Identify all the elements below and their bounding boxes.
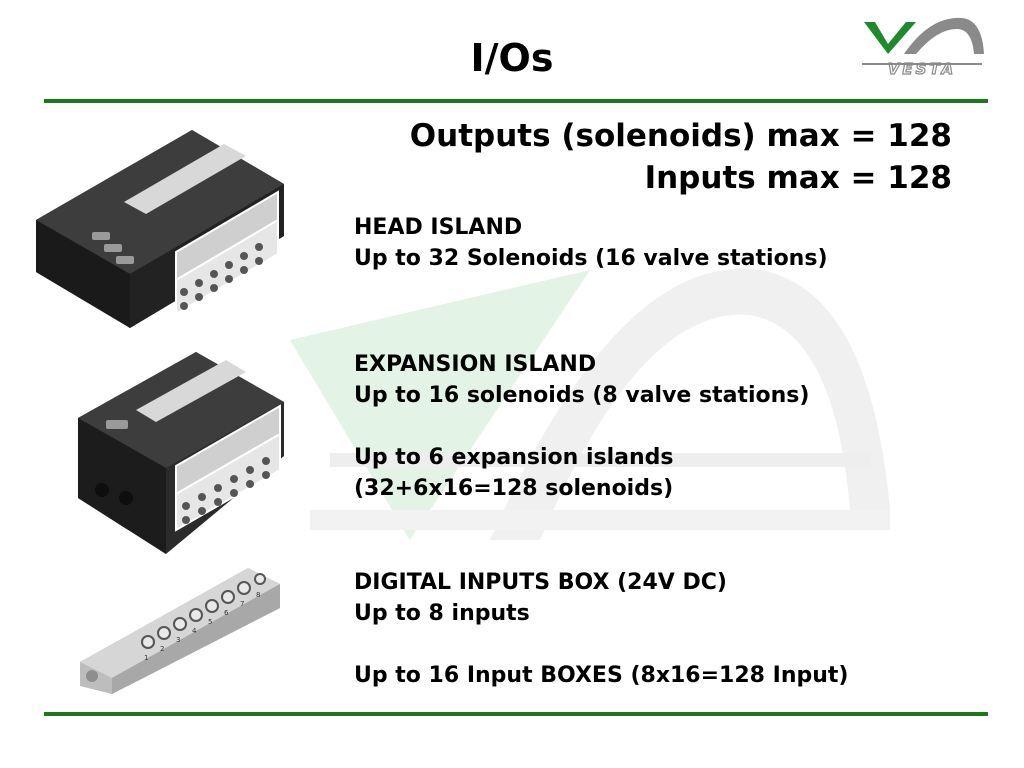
- input-boxes-line1: Up to 16 Input BOXES (8x16=128 Input): [354, 663, 849, 688]
- top-divider: [44, 99, 988, 103]
- inputs-max: Inputs max = 128: [644, 160, 952, 196]
- head-island-detail: Up to 32 Solenoids (16 valve stations): [354, 246, 828, 271]
- expansion-island-detail: Up to 16 solenoids (8 valve stations): [354, 383, 810, 408]
- outputs-max: Outputs (solenoids) max = 128: [409, 118, 952, 154]
- head-island-title: HEAD ISLAND: [354, 215, 523, 240]
- expansion-island-section: EXPANSION ISLAND Up to 16 solenoids (8 v…: [354, 349, 809, 411]
- expansion-count-line1: Up to 6 expansion islands: [354, 445, 674, 470]
- port-number-label: 6: [224, 609, 229, 617]
- digital-inputs-section: DIGITAL INPUTS BOX (24V DC) Up to 8 inpu…: [354, 567, 727, 629]
- expansion-count-line2: (32+6x16=128 solenoids): [354, 476, 674, 501]
- expansion-count-section: Up to 6 expansion islands (32+6x16=128 s…: [354, 442, 674, 504]
- expansion-island-title: EXPANSION ISLAND: [354, 352, 597, 377]
- bottom-divider: [44, 712, 988, 716]
- watermark-logo: [290, 268, 890, 540]
- input-boxes-section: Up to 16 Input BOXES (8x16=128 Input): [354, 660, 848, 691]
- digital-inputs-detail: Up to 8 inputs: [354, 601, 530, 626]
- port-number-label: 3: [176, 636, 180, 644]
- digital-inputs-title: DIGITAL INPUTS BOX (24V DC): [354, 570, 727, 595]
- head-island-image: [36, 130, 284, 328]
- port-number-label: 7: [240, 600, 244, 608]
- slide-title: I/Os: [470, 36, 554, 80]
- port-number-label: 5: [208, 618, 212, 626]
- vesta-logo: VESTA: [862, 17, 984, 79]
- port-number-label: 1: [144, 654, 148, 662]
- digital-input-box-image: 1 2 3 4 5 6 7 8: [80, 568, 280, 694]
- head-island-section: HEAD ISLAND Up to 32 Solenoids (16 valve…: [354, 212, 828, 274]
- logo-text: VESTA: [888, 60, 956, 78]
- expansion-island-image: [78, 352, 284, 554]
- port-number-label: 8: [256, 591, 260, 599]
- port-number-label: 4: [192, 627, 197, 635]
- port-number-label: 2: [160, 645, 164, 653]
